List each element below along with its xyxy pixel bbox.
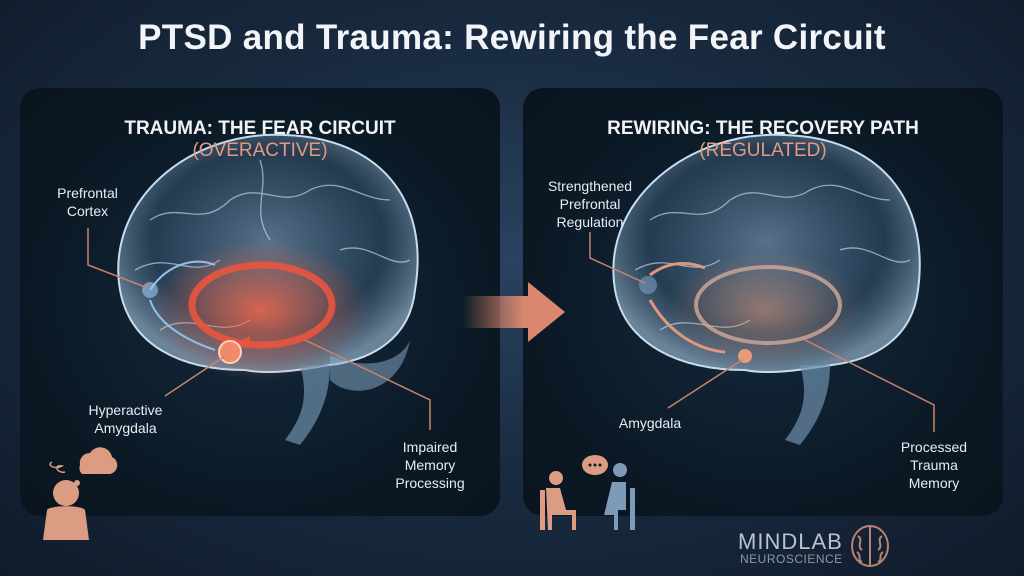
- page-title: PTSD and Trauma: Rewiring the Fear Circu…: [138, 18, 886, 57]
- label-amygdala: Amygdala: [618, 415, 682, 431]
- logo-tagline: NEUROSCIENCE: [740, 552, 843, 566]
- label-prefrontal-cortex: Prefrontal Cortex: [57, 185, 118, 219]
- label-processed-memory: Processed Trauma Memory: [900, 439, 968, 491]
- panel-title: REWIRING: THE RECOVERY PATH: [607, 118, 919, 139]
- label-strengthened-prefrontal: Strengthened Prefrontal Regulation: [547, 178, 633, 230]
- brain-logo-icon: [851, 525, 889, 567]
- panel-subtitle: (REGULATED): [699, 140, 827, 161]
- logo-name: MINDLAB: [738, 529, 843, 554]
- panel-subtitle: (OVERACTIVE): [192, 140, 328, 161]
- panel-title: TRAUMA: THE FEAR CIRCUIT: [124, 118, 396, 139]
- label-impaired-memory: Impaired Memory Processing: [395, 439, 465, 491]
- label-hyperactive-amygdala: Hyperactive Amygdala: [88, 402, 163, 436]
